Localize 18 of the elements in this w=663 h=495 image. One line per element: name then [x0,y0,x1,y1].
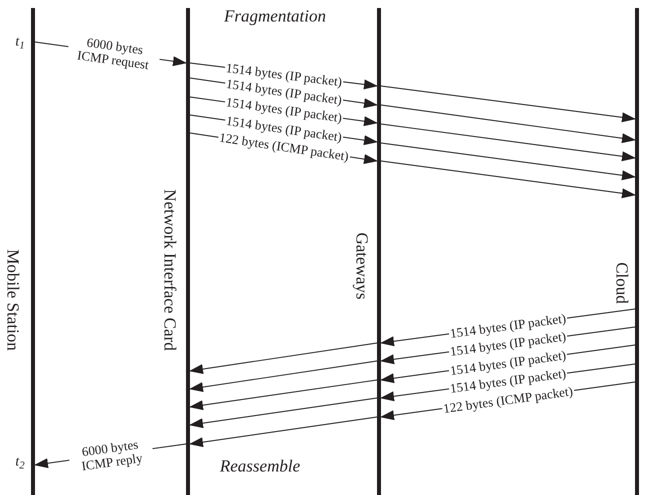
time-label: t$_{2}$ [15,454,25,472]
arrow [189,342,378,374]
arrow [189,416,378,448]
arrow [380,160,636,198]
arrow [189,360,378,392]
phase-label: Fragmentation [224,5,326,28]
lifeline-label: Gateways [354,232,370,300]
arrow [380,124,636,162]
arrow [380,142,636,180]
arrow [380,104,636,144]
arrow [380,86,636,122]
arrow [189,398,378,428]
lifeline-label: Network Interface Card [162,189,178,351]
time-label: t$_{1}$ [15,34,25,52]
lifeline-label: Cloud [614,262,630,304]
lifeline-label: Mobile Station [4,249,22,351]
arrow [189,380,378,410]
phase-label: Reassemble [220,455,300,478]
